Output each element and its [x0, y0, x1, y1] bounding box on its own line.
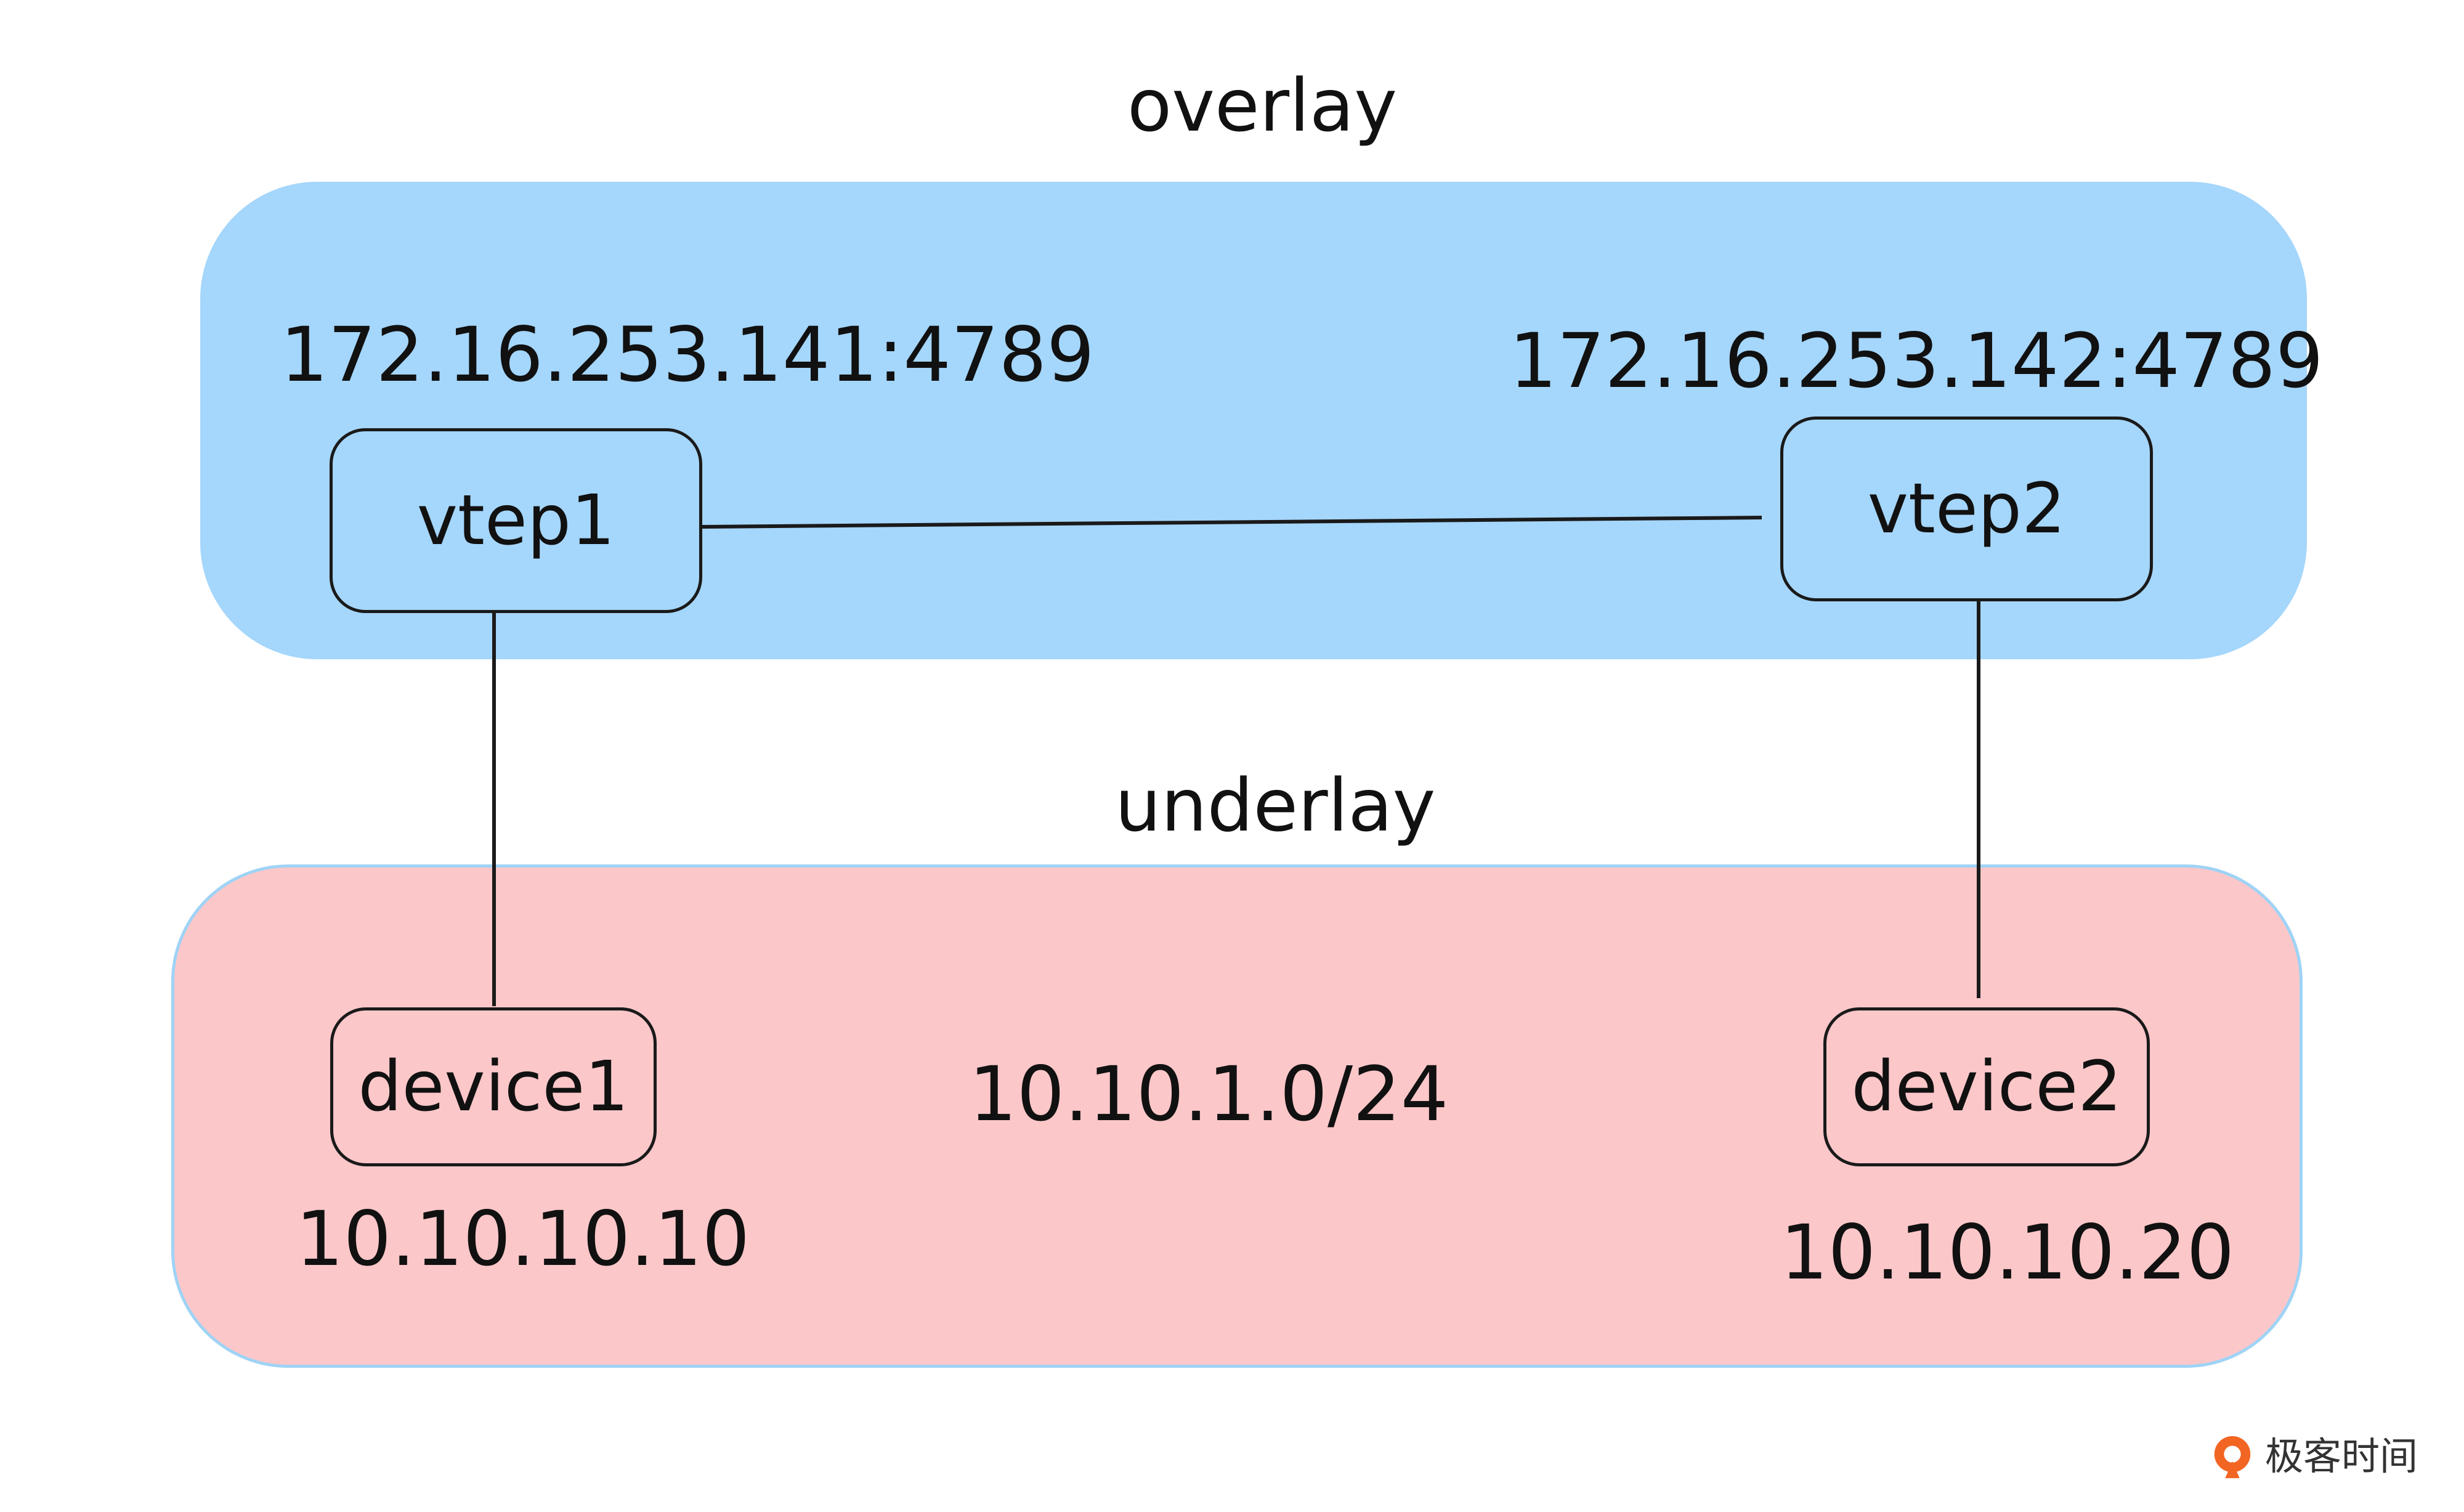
vtep-tunnel-link: [702, 516, 1762, 529]
device1-label: device1: [358, 1047, 629, 1127]
vtep2-label: vtep2: [1867, 469, 2066, 549]
overlay-region: [200, 182, 2307, 659]
watermark: 极客时间: [2208, 1433, 2418, 1481]
watermark-text: 极客时间: [2265, 1434, 2418, 1479]
device1-ip: 10.10.10.10: [296, 1195, 750, 1283]
underlay-subnet: 10.10.1.0/24: [969, 1051, 1449, 1138]
device2-ip: 10.10.10.20: [1780, 1209, 2235, 1296]
vtep1-node: vtep1: [330, 428, 702, 613]
vtep2-address: 172.16.253.142:4789: [1509, 317, 2324, 405]
vtep1-label: vtep1: [416, 481, 615, 561]
device2-label: device2: [1851, 1047, 2122, 1127]
underlay-region: [171, 864, 2303, 1368]
underlay-label: underlay: [1115, 763, 1436, 848]
device2-node: device2: [1823, 1007, 2150, 1166]
geektime-logo-icon: [2214, 1436, 2251, 1479]
device1-node: device1: [330, 1007, 657, 1166]
vtep2-node: vtep2: [1780, 417, 2153, 601]
vtep1-address: 172.16.253.141:4789: [280, 311, 1095, 399]
overlay-label: overlay: [1127, 63, 1398, 148]
